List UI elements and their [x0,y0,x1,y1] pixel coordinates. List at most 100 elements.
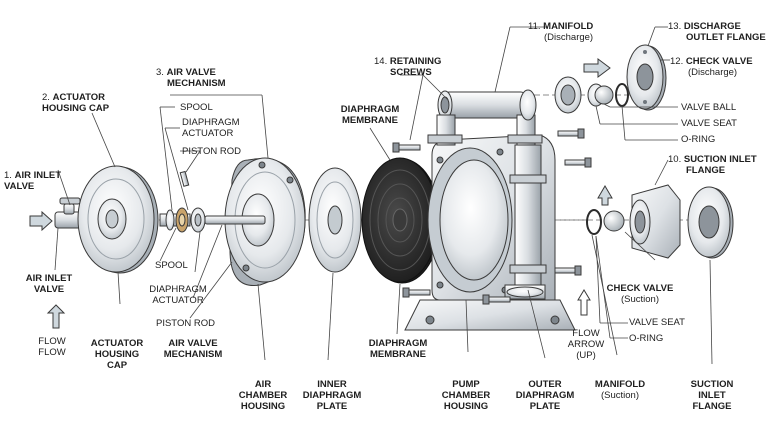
label-num: 13. [668,21,682,32]
label-actuator-housing-cap-top: 2. ACTUATOR HOUSING CAP [42,92,109,114]
label-line2: FLOW [38,347,66,358]
label-piston-rod-bottom: PISTON ROD [156,318,215,329]
label-line2: VALVE [33,284,65,295]
label-num: 10. [668,154,682,165]
label-line3: CAP [106,360,128,371]
label-line1: DISCHARGE [683,21,741,32]
label-line3: FLANGE [692,401,732,412]
label-retaining-screws: 14. RETAINING SCREWS [374,56,441,78]
label-air-valve-mechanism-top: 3. AIR VALVE MECHANISM [156,67,226,89]
manifold-discharge-part [427,89,543,146]
label-valve-seat-bottom: VALVE SEAT [629,317,685,328]
label-actuator-housing-cap-bottom: ACTUATOR HOUSING CAP [82,338,152,371]
flow-arrow-up-icon [46,304,66,329]
label-line2: OUTLET FLANGE [686,32,766,43]
label-air-inlet-valve-top: 1. AIR INLET VALVE [4,170,61,192]
label-line1: INNER [317,379,347,390]
label-line2: ACTUATOR [152,295,204,306]
label-line3: (UP) [576,350,596,361]
label-air-inlet-valve-bottom: AIR INLET VALVE [14,273,84,295]
label-line3: PLATE [316,401,348,412]
label-line1: SUCTION INLET [683,154,757,165]
label-line2: MEMBRANE [370,349,426,360]
label-air-valve-mechanism-bottom: AIR VALVE MECHANISM [158,338,228,360]
check-valve-suction-part [603,210,625,232]
piston-rod-part [204,215,266,225]
valve-ball-part [587,83,614,107]
label-discharge-outlet-flange: 13. DISCHARGE OUTLET FLANGE [668,21,766,43]
label-line1: MANIFOLD [543,21,594,32]
label-line1: CHECK VALVE [606,283,674,294]
label-sub: (Discharge) [544,32,594,43]
label-line2: DIAPHRAGM [302,390,362,401]
label-check-valve-suction: CHECK VALVE (Suction) [600,283,680,305]
label-num: 11. [528,21,541,32]
label-suction-inlet-flange-top: 10. SUCTION INLET FLANGE [668,154,757,176]
label-line1: ACTUATOR [52,92,105,103]
label-flow-arrow-up: FLOW ARROW (UP) [556,328,616,361]
label-line1: SUCTION [690,379,734,390]
label-line2: DIAPHRAGM [515,390,575,401]
manifold-suction-part [504,284,546,300]
label-line1: AIR VALVE [168,338,218,349]
label-num: 3. [156,67,164,78]
label-line3: HOUSING [443,401,489,412]
label-o-ring-bottom: O-RING [629,333,664,344]
flow-arrow-right-icon [29,210,53,232]
label-valve-ball: VALVE BALL [681,102,737,113]
label-num: 12. [670,56,684,67]
label-line2: INLET [698,390,726,401]
label-line1: FLOW [38,336,66,347]
label-num: 1. [4,170,12,181]
label-diaphragm-actuator-top: DIAPHRAGM ACTUATOR [182,117,240,139]
label-line2: MEMBRANE [342,115,398,126]
suction-inlet-flange-part [629,184,734,259]
label-inner-diaphragm-plate: INNER DIAPHRAGM PLATE [292,379,372,412]
label-sub: (Suction) [600,390,639,401]
label-line1: PUMP [452,379,480,390]
label-line2: CHAMBER [238,390,288,401]
label-line2: FLANGE [686,165,726,176]
label-spool-top: SPOOL [180,102,213,113]
label-line2: ACTUATOR [182,128,234,139]
label-manifold-suction: MANIFOLD (Suction) [585,379,655,401]
piston-rod-small-part [179,170,190,187]
label-air-chamber-housing: AIR CHAMBER HOUSING [228,379,298,412]
label-line1: AIR INLET [14,170,62,181]
label-line3: PLATE [529,401,561,412]
label-check-valve-discharge: 12. CHECK VALVE (Discharge) [670,56,753,78]
label-sub: (Discharge) [688,67,738,78]
label-line1: DIAPHRAGM [149,284,207,295]
label-line3: HOUSING [240,401,286,412]
label-diaphragm-membrane-top: DIAPHRAGM MEMBRANE [330,104,410,126]
check-valve-discharge-part [554,76,582,114]
label-line1: DIAPHRAGM [368,338,428,349]
label-line2: MECHANISM [163,349,223,360]
retaining-screws-part [392,128,592,305]
o-ring-suction-part [586,209,602,235]
label-valve-seat-top: VALVE SEAT [681,118,737,129]
label-line1: DIAPHRAGM [340,104,400,115]
label-line1: FLOW [572,328,600,339]
label-line1: MANIFOLD [594,379,646,390]
label-line1: DIAPHRAGM [182,117,240,128]
label-line1: AIR [254,379,272,390]
label-diaphragm-actuator-bottom: DIAPHRAGM ACTUATOR [138,284,218,306]
label-outer-diaphragm-plate: OUTER DIAPHRAGM PLATE [505,379,585,412]
discharge-outlet-flange-part [626,44,667,111]
label-line1: AIR VALVE [166,67,216,78]
label-line2: SCREWS [390,67,432,78]
label-num: 14. [374,56,388,67]
label-line2: HOUSING [94,349,140,360]
label-line2: MECHANISM [167,78,226,89]
spool-part [159,207,206,233]
label-line1: AIR INLET [25,273,73,284]
label-line2: VALVE [4,181,35,192]
label-line2: ARROW [567,339,605,350]
leader-lines [54,26,713,365]
label-line1: OUTER [528,379,562,390]
label-line2: HOUSING CAP [42,103,110,114]
label-manifold-discharge: 11. MANIFOLD (Discharge) [528,21,593,43]
